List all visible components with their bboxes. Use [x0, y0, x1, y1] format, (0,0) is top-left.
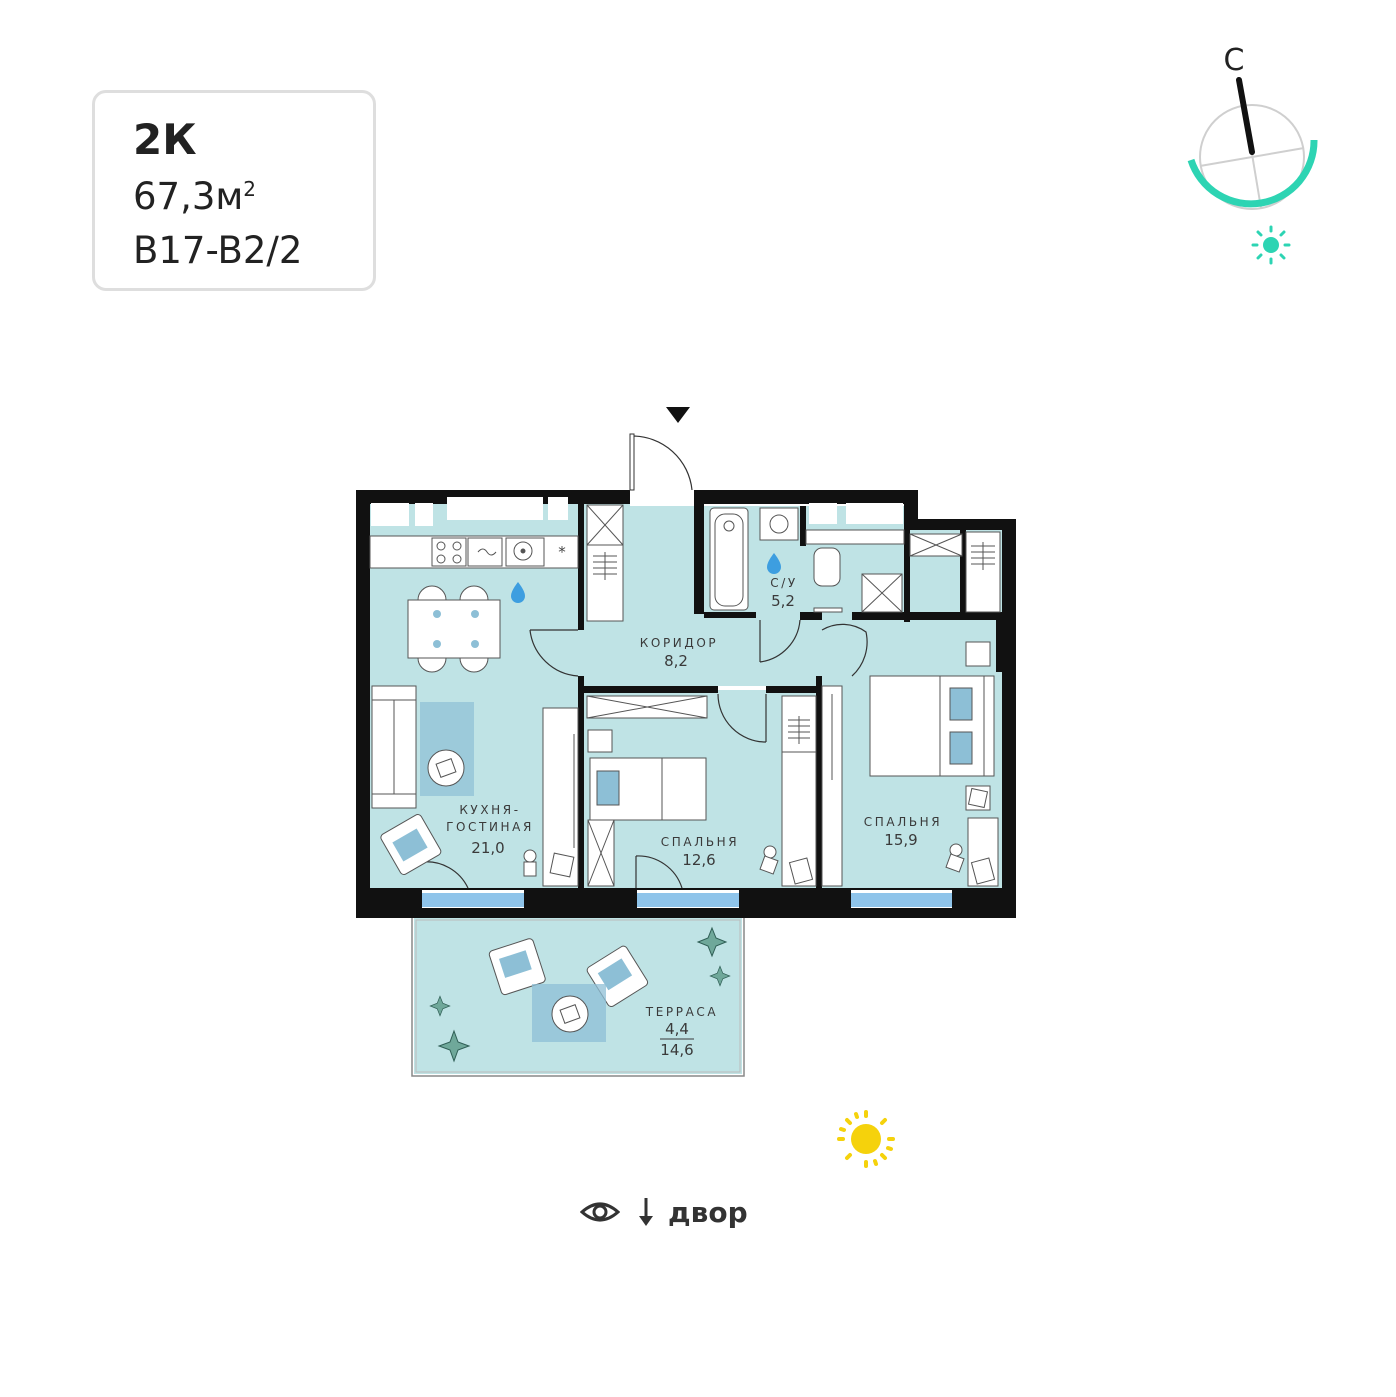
- bedroom2-furniture: [821, 531, 1001, 887]
- room-area-terrace-total: 14,6: [660, 1041, 693, 1059]
- room-name-bathroom: С/У: [770, 576, 798, 590]
- bathroom-fixtures: [709, 507, 905, 613]
- water-drop-icon: [767, 553, 781, 574]
- apartment-info-card: 2К 67,3м2 B17-B2/2: [92, 90, 376, 291]
- room-area-bedroom2: 15,9: [884, 831, 917, 849]
- entrance-marker: [666, 407, 690, 423]
- room-name-terrace: ТЕРРАСА: [645, 1005, 718, 1019]
- room-name-corridor: КОРИДОР: [640, 636, 718, 650]
- room-name-bedroom1: СПАЛЬНЯ: [661, 835, 739, 849]
- room-area-bathroom: 5,2: [771, 592, 795, 610]
- room-area-bedroom1: 12,6: [682, 851, 715, 869]
- apartment-area: 67,3м2: [133, 175, 257, 218]
- compass: С: [1187, 43, 1318, 265]
- sofa: [371, 685, 417, 809]
- dining-table: [407, 585, 501, 673]
- room-area-kitchen: 21,0: [471, 839, 504, 857]
- kitchen-counter: *: [369, 535, 579, 569]
- arrow-down-icon: [639, 1198, 653, 1226]
- apartment-type: 2К: [133, 115, 197, 164]
- room-name-bedroom2: СПАЛЬНЯ: [864, 815, 942, 829]
- sun-small-icon: [1251, 225, 1291, 265]
- corridor-wardrobe: [586, 504, 624, 622]
- coffee-table: [427, 749, 465, 787]
- entrance-door: [629, 433, 694, 506]
- svg-text:*: *: [558, 543, 566, 561]
- windows: [422, 890, 952, 908]
- room-name-kitchen-2: ГОСТИНАЯ: [446, 820, 534, 834]
- view-label: двор: [668, 1195, 748, 1229]
- apartment-code: B17-B2/2: [133, 229, 303, 272]
- terrace-furniture: [488, 938, 649, 1042]
- room-name-kitchen-1: КУХНЯ-: [459, 803, 520, 817]
- bedroom1-furniture: [586, 695, 817, 887]
- sun-icon: [837, 1110, 895, 1168]
- room-area-terrace: 4,4: [665, 1020, 689, 1038]
- north-label: С: [1224, 43, 1245, 78]
- view-direction: двор: [580, 1192, 748, 1232]
- eye-icon: [580, 1202, 620, 1222]
- room-area-corridor: 8,2: [664, 652, 688, 670]
- water-drop-icon: [511, 582, 525, 603]
- north-needle: [1236, 77, 1255, 155]
- armchair: [380, 814, 442, 875]
- plant-icons: [429, 926, 731, 1063]
- room-labels: КУХНЯ- ГОСТИНАЯ 21,0 КОРИДОР 8,2 С/У 5,2…: [446, 576, 942, 1059]
- sun-path-arc: [1187, 139, 1318, 208]
